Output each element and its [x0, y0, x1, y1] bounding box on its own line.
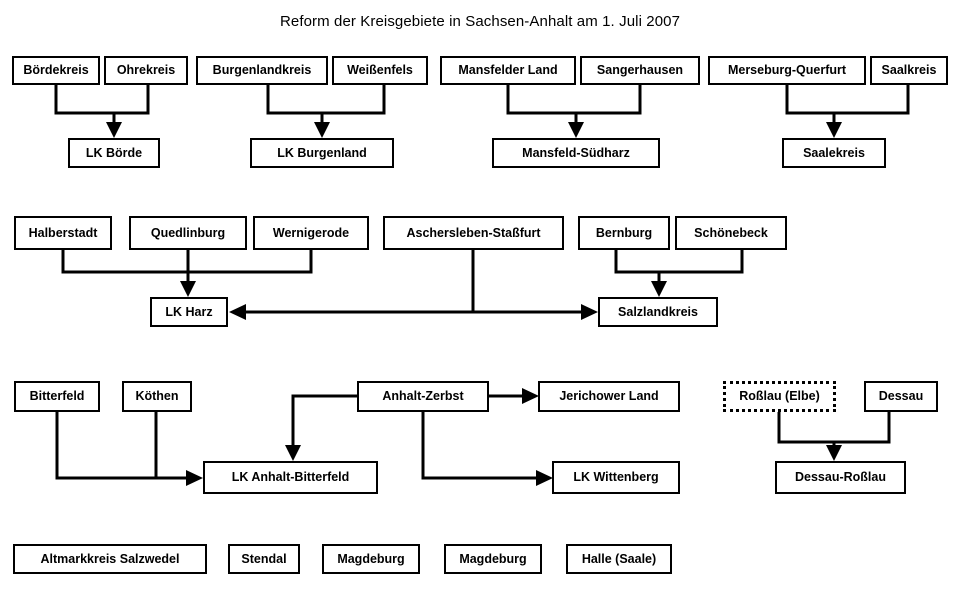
box-dessau-rosslau[interactable]: Dessau-Roßlau — [775, 461, 906, 494]
connector-mansfeld — [506, 85, 642, 115]
box-lk-boerde[interactable]: LK Börde — [68, 138, 160, 168]
connector-dessau-rosslau — [777, 412, 891, 444]
box-jerichower-land[interactable]: Jerichower Land — [538, 381, 680, 412]
box-lk-anhalt-bitterfeld[interactable]: LK Anhalt-Bitterfeld — [203, 461, 378, 494]
box-dessau[interactable]: Dessau — [864, 381, 938, 412]
box-bitterfeld[interactable]: Bitterfeld — [14, 381, 100, 412]
box-halberstadt[interactable]: Halberstadt — [14, 216, 112, 250]
box-burgenlandkreis[interactable]: Burgenlandkreis — [196, 56, 328, 85]
arrowhead-saalekreis — [826, 122, 842, 138]
box-merseburg-querfurt[interactable]: Merseburg-Querfurt — [708, 56, 866, 85]
box-schoenebeck[interactable]: Schönebeck — [675, 216, 787, 250]
connector-boerde — [54, 85, 150, 115]
box-sangerhausen[interactable]: Sangerhausen — [580, 56, 700, 85]
connector-salzland-top — [614, 250, 744, 274]
arrowhead-harz-from-aschersleben — [229, 304, 246, 320]
arrowhead-dessau-rosslau — [826, 445, 842, 461]
arrowhead-lk-anhalt-bitterfeld-left — [186, 470, 203, 486]
arrowhead-jerichower-land — [522, 388, 539, 404]
connector-bitterfeld — [55, 412, 188, 480]
connector-zerbst-to-bitterfeld — [291, 394, 358, 449]
box-saalkreis[interactable]: Saalkreis — [870, 56, 948, 85]
box-quedlinburg[interactable]: Quedlinburg — [129, 216, 247, 250]
box-stendal[interactable]: Stendal — [228, 544, 300, 574]
box-ohrekreis[interactable]: Ohrekreis — [104, 56, 188, 85]
connector-zerbst-to-wittenberg — [421, 412, 538, 480]
box-salzlandkreis[interactable]: Salzlandkreis — [598, 297, 718, 327]
arrowhead-lk-anhalt-bitterfeld-top — [285, 445, 301, 461]
box-magdeburg-2[interactable]: Magdeburg — [444, 544, 542, 574]
box-lk-burgenland[interactable]: LK Burgenland — [250, 138, 394, 168]
arrowhead-lk-boerde — [106, 122, 122, 138]
box-aschersleben-stassfurt[interactable]: Aschersleben-Staßfurt — [383, 216, 564, 250]
box-bernburg[interactable]: Bernburg — [578, 216, 670, 250]
box-rosslau-elbe[interactable]: Roßlau (Elbe) — [723, 381, 836, 412]
arrowhead-lk-burgenland — [314, 122, 330, 138]
box-saalekreis[interactable]: Saalekreis — [782, 138, 886, 168]
connector-burgenland — [266, 85, 386, 115]
box-lk-wittenberg[interactable]: LK Wittenberg — [552, 461, 680, 494]
page-title: Reform der Kreisgebiete in Sachsen-Anhal… — [279, 13, 681, 30]
box-boerdekreis[interactable]: Bördekreis — [12, 56, 100, 85]
box-koethen[interactable]: Köthen — [122, 381, 192, 412]
arrowhead-salzlandkreis — [651, 281, 667, 297]
arrowhead-salzland-from-aschersleben — [581, 304, 598, 320]
arrowhead-lk-wittenberg — [536, 470, 553, 486]
box-halle-saale[interactable]: Halle (Saale) — [566, 544, 672, 574]
box-mansfeld-suedharz[interactable]: Mansfeld-Südharz — [492, 138, 660, 168]
box-wernigerode[interactable]: Wernigerode — [253, 216, 369, 250]
box-magdeburg-1[interactable]: Magdeburg — [322, 544, 420, 574]
box-lk-harz[interactable]: LK Harz — [150, 297, 228, 327]
box-anhalt-zerbst[interactable]: Anhalt-Zerbst — [357, 381, 489, 412]
box-mansfelder-land[interactable]: Mansfelder Land — [440, 56, 576, 85]
arrowhead-mansfeld-suedharz — [568, 122, 584, 138]
connector-saalekreis — [785, 85, 910, 115]
box-altmarkkreis-salzwedel[interactable]: Altmarkkreis Salzwedel — [13, 544, 207, 574]
box-weissenfels[interactable]: Weißenfels — [332, 56, 428, 85]
connector-harz-left — [61, 250, 313, 274]
arrowhead-lk-harz — [180, 281, 196, 297]
